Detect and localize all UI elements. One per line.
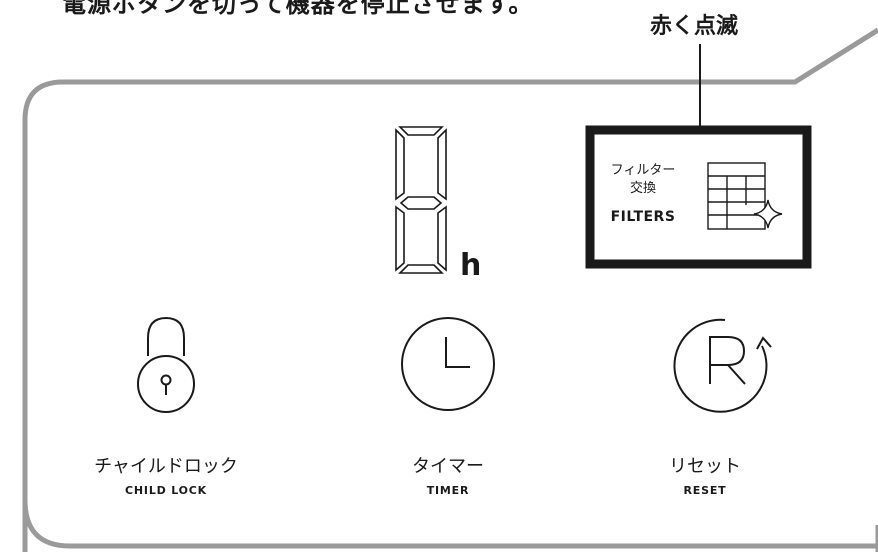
hour-unit-label: h bbox=[460, 248, 482, 283]
child-lock-label-ja: チャイルドロック bbox=[94, 456, 238, 477]
clock-icon bbox=[401, 317, 495, 411]
filter-sparkle-icon bbox=[707, 162, 783, 230]
filter-label-en: FILTERS bbox=[610, 209, 676, 225]
reset-r-icon bbox=[673, 318, 772, 413]
timer-label-en: TIMER bbox=[426, 484, 470, 497]
child-lock-button[interactable]: チャイルドロック CHILD LOCK bbox=[66, 452, 266, 497]
filter-indicator-frame bbox=[585, 125, 812, 269]
panel-outline bbox=[22, 27, 878, 552]
reset-label-en: RESET bbox=[683, 484, 727, 497]
seven-segment-digit-icon bbox=[395, 126, 447, 274]
padlock-icon bbox=[137, 316, 195, 413]
timer-label-ja: タイマー bbox=[412, 456, 484, 477]
filter-label-ja-line1: フィルター bbox=[610, 163, 676, 178]
timer-button[interactable]: タイマー TIMER bbox=[348, 452, 548, 497]
top-caption: 電源ボタンを切って機器を停止させます。 bbox=[62, 0, 534, 18]
panel-outline-bottom bbox=[22, 499, 878, 549]
filter-label-ja-line2: 交換 bbox=[629, 181, 656, 196]
reset-button[interactable]: リセット RESET bbox=[605, 452, 805, 497]
reset-label-ja: リセット bbox=[669, 456, 741, 477]
callout-label: 赤く点滅 bbox=[650, 14, 739, 39]
child-lock-label-en: CHILD LOCK bbox=[125, 484, 207, 497]
